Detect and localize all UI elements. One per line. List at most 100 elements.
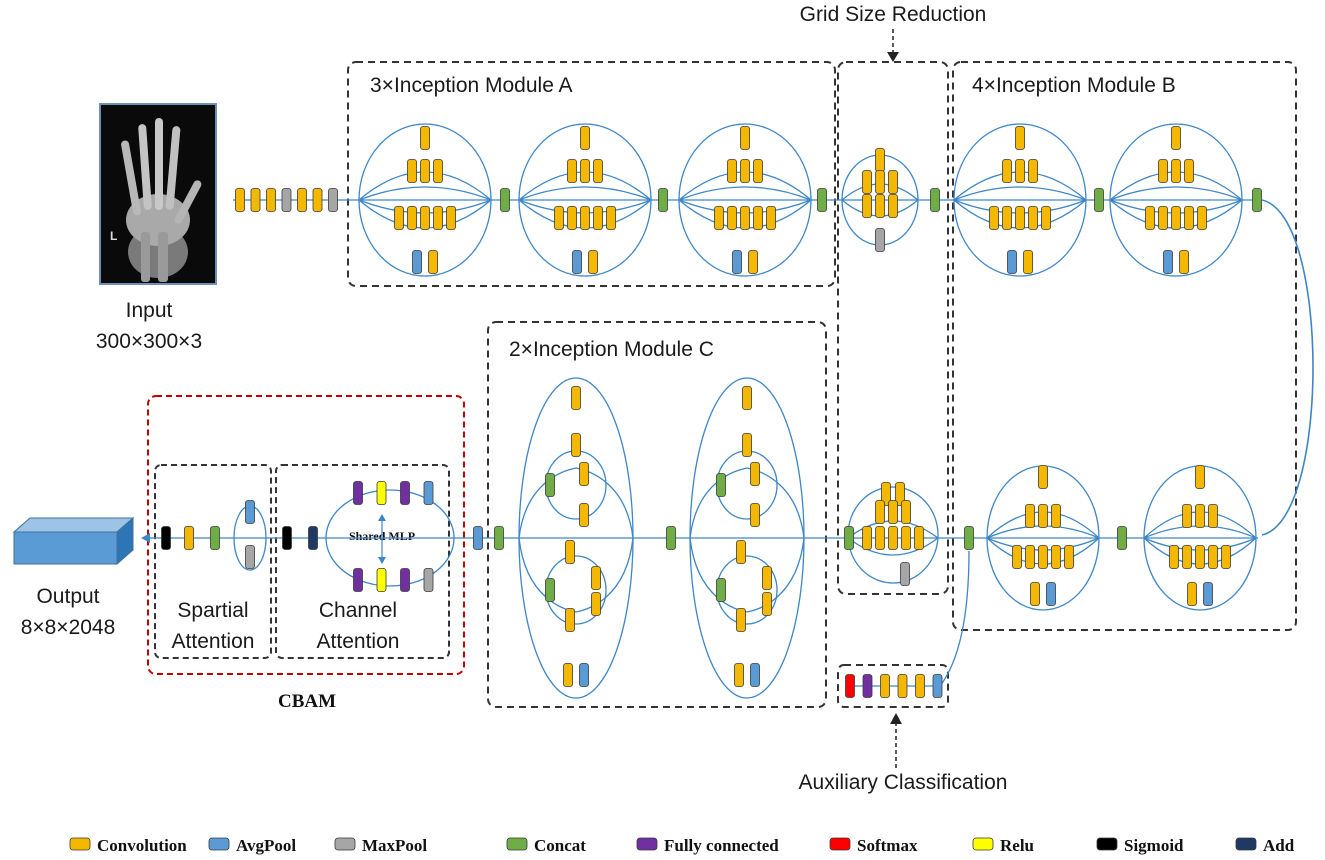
avgpool-layer-block [572,250,582,274]
concat-layer-block [494,526,504,550]
avgpool-layer-block [579,663,589,687]
convolution-layer-block [1195,465,1205,489]
connector-lines [141,123,1314,699]
convolution-layer-block [1171,159,1181,183]
convolution-layer-block [420,126,430,150]
convolution-layer-block [748,250,758,274]
convolution-layer-block [1038,504,1048,528]
legend-swatch-maxpool [334,837,356,851]
convolution-layer-block [1169,545,1179,569]
concat-layer-block [1094,188,1104,212]
cbam-title: CBAM [278,691,336,712]
convolution-layer-block [567,206,577,230]
convolution-layer-block [312,188,323,212]
legend-swatch-fully-connected [636,837,658,851]
convolution-layer-block [875,500,885,524]
concat-layer-block [545,578,555,602]
concat-layer-block [545,473,555,497]
auxiliary-box [837,664,949,708]
maxpool-layer-block [245,545,255,569]
convolution-layer-block [1182,545,1192,569]
maxpool-layer-block [900,562,910,586]
convolution-layer-block [914,526,924,550]
convolution-layer-block [1158,159,1168,183]
convolution-layer-block [750,462,760,486]
shared-mlp-arrow [378,514,386,564]
convolution-layer-block [1184,159,1194,183]
convolution-layer-block [1171,126,1181,150]
convolution-layer-block [579,503,589,527]
avgpool-layer-block [750,663,760,687]
legend-label-convolution: Convolution [97,836,187,855]
convolution-layer-block [762,566,772,590]
branch-curve [678,186,812,201]
convolution-layer-block [184,526,194,550]
concat-layer-block [930,188,940,212]
concat-layer-block [210,526,220,550]
convolution-layer-block [714,206,724,230]
maxpool-layer-block [423,568,434,592]
fully-connected-layer-block [353,481,363,505]
convolution-layer-block [1038,465,1048,489]
legend-label-softmax: Softmax [857,836,918,855]
convolution-layer-block [742,386,752,410]
convolution-layer-block [862,170,872,194]
concat-layer-block [666,526,676,550]
avgpool-layer-block [412,250,422,274]
convolution-layer-block [888,170,898,194]
concat-layer-block [817,188,827,212]
convolution-layer-block [593,159,603,183]
relu-layer-block [376,481,387,505]
grid-reduction-box [837,61,949,595]
output-block [12,516,135,566]
auxiliary-arrowhead [890,713,902,724]
convolution-layer-block [1023,250,1033,274]
convolution-layer-block [580,206,590,230]
convolution-layer-block [580,159,590,183]
convolution-layer-block [762,592,772,616]
convolution-layer-block [571,433,581,457]
softmax-layer-block [845,674,855,698]
grid-reduction-title: Grid Size Reduction [800,3,987,26]
convolution-layer-block [1195,545,1205,569]
convolution-layer-block [862,526,872,550]
convolution-layer-block [750,503,760,527]
convolution-layer-block [727,206,737,230]
convolution-layer-block [420,206,430,230]
branch-curve [953,186,1087,201]
legend-label-sigmoid: Sigmoid [1124,836,1184,855]
aux-link [939,550,970,687]
channel-attention-label-line2: Attention [317,630,400,653]
convolution-layer-block [989,206,999,230]
concat-layer-block [844,526,854,550]
convolution-layer-block [1184,206,1194,230]
convolution-layer-block [580,126,590,150]
avgpool-layer-block [1046,582,1056,606]
convolution-layer-block [740,126,750,150]
relu-layer-block [376,568,387,592]
svg-text:L: L [110,229,117,243]
concat-layer-block [1117,526,1127,550]
convolution-layer-block [1012,545,1022,569]
convolution-layer-block [446,206,456,230]
convolution-layer-block [740,206,750,230]
convolution-layer-block [753,159,763,183]
convolution-layer-block [1171,206,1181,230]
legend-label-avgpool: AvgPool [236,836,296,855]
branch-curve [1109,186,1243,201]
convolution-layer-block [235,188,245,212]
fully-connected-layer-block [862,674,873,698]
convolution-layer-block [266,188,276,212]
convolution-layer-block [862,194,872,218]
convolution-layer-block [1195,504,1205,528]
convolution-layer-block [1051,545,1061,569]
convolution-layer-block [915,674,925,698]
concat-layer-block [964,526,974,550]
legend-swatch-concat [506,837,528,851]
convolution-layer-block [1015,206,1025,230]
convolution-layer-block [1025,504,1035,528]
branch-loop [716,450,778,520]
convolution-layer-block [736,608,746,632]
